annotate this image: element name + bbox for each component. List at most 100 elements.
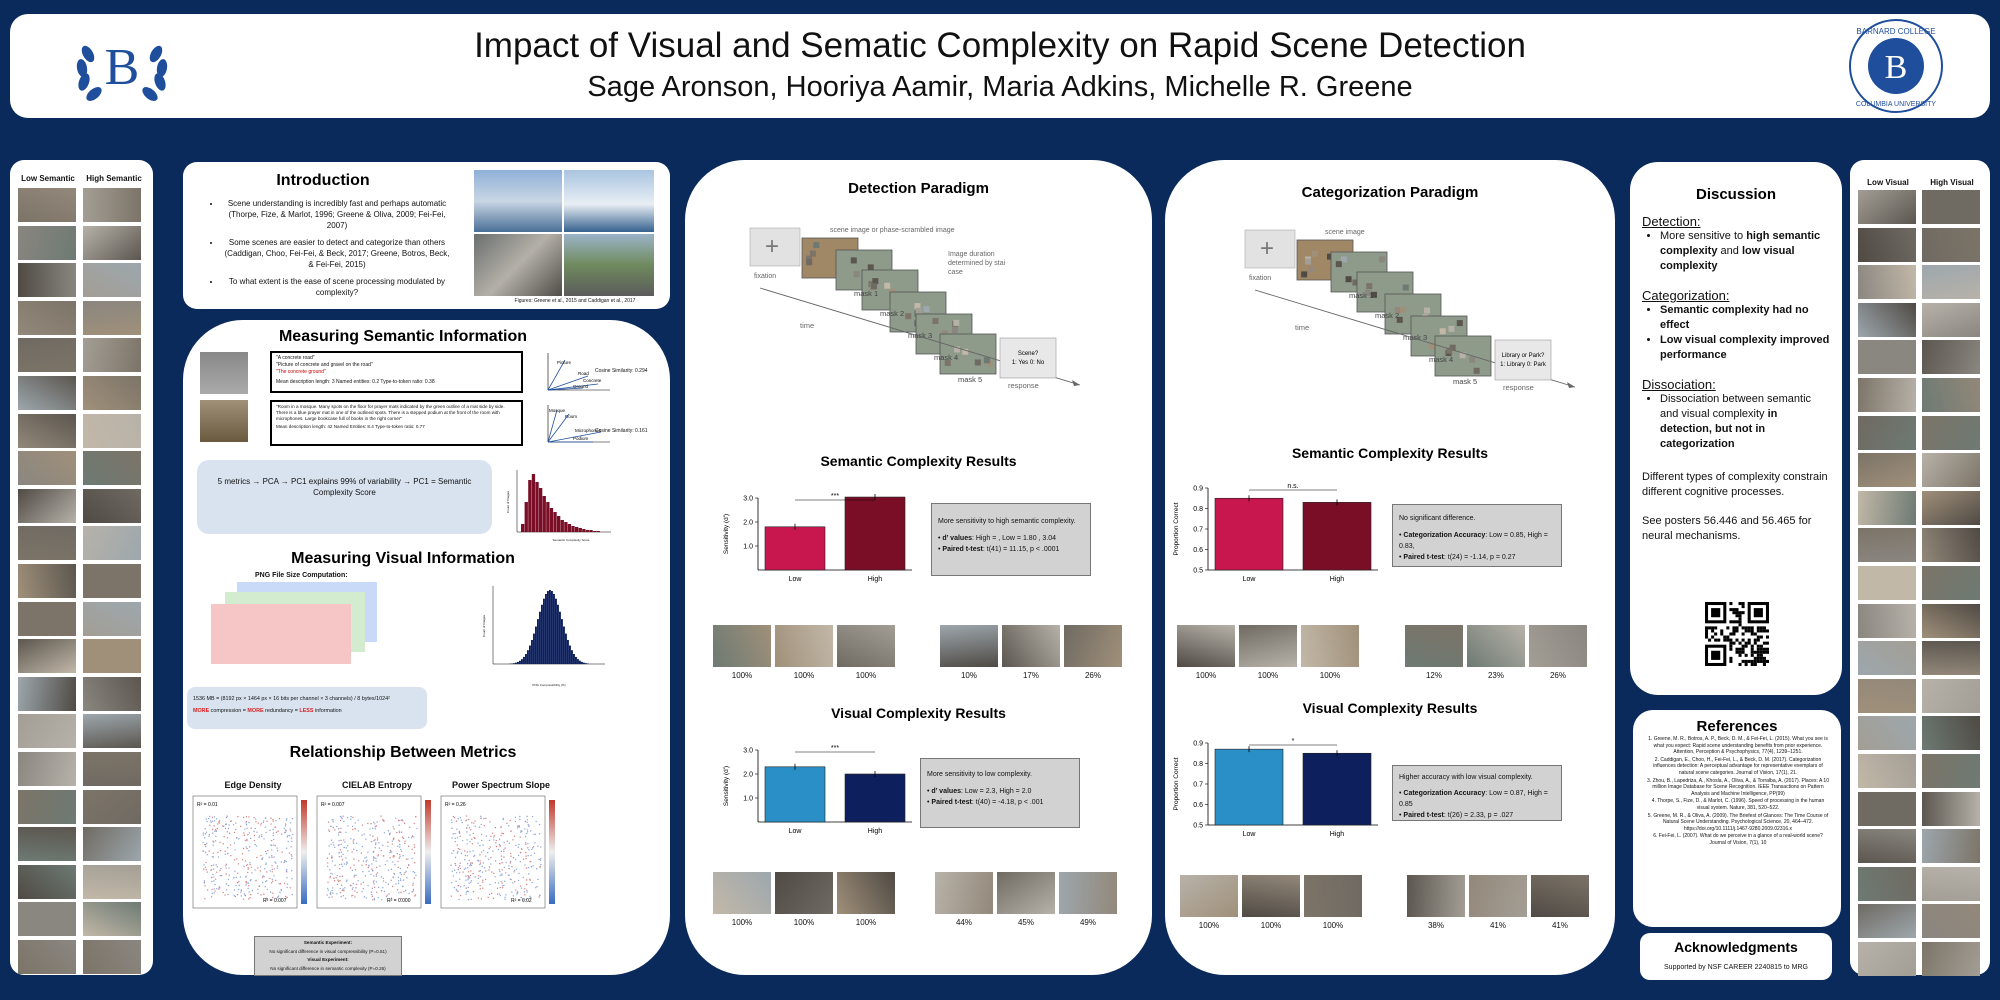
- scene-thumbnail: [83, 413, 141, 448]
- example-scene-thumb: [1467, 625, 1525, 667]
- scatter-point: [225, 883, 228, 885]
- scene-thumbnail: [1922, 302, 1980, 337]
- scatter-title: Edge Density: [224, 780, 282, 790]
- scatter-point: [413, 846, 416, 848]
- scatter-point: [339, 879, 341, 882]
- word-label: Ground: [573, 384, 589, 389]
- scatter-point: [341, 817, 343, 820]
- scatter-point: [353, 838, 355, 841]
- scatter-point: [237, 863, 240, 865]
- scatter-point: [488, 839, 491, 842]
- scatter-point: [415, 874, 417, 877]
- scatter-point: [499, 894, 502, 897]
- scatter-point: [204, 843, 207, 846]
- scatter-point: [275, 820, 277, 822]
- png-label: PNG File Size Computation:: [255, 572, 348, 579]
- scatter-point: [331, 860, 334, 862]
- qr-code[interactable]: [1705, 602, 1769, 666]
- reference-item: 2. Caddigan, E., Choo, H., Fei-Fei, L., …: [1653, 756, 1823, 776]
- scatter-point: [279, 883, 282, 885]
- scatter-point: [378, 847, 381, 849]
- scatter-point: [335, 825, 338, 828]
- scatter-point: [466, 843, 468, 845]
- hist-bar: [542, 496, 546, 532]
- scatter-point: [245, 884, 247, 886]
- scatter-point: [392, 885, 394, 888]
- scatter-point: [374, 839, 376, 841]
- summary-line: No significant difference in visual comp…: [269, 948, 387, 954]
- scatter-point: [393, 873, 396, 875]
- scatter-point: [225, 873, 227, 875]
- scatter-point: [246, 838, 248, 841]
- scatter-point: [276, 867, 279, 869]
- scatter-point: [453, 886, 456, 889]
- scatter-point: [526, 821, 528, 824]
- scatter-point: [209, 824, 211, 826]
- scatter-point: [364, 875, 367, 877]
- scatter-point: [226, 847, 229, 849]
- scatter-point: [212, 832, 214, 834]
- word-label: Microphones: [575, 428, 602, 433]
- category-label: Low: [1243, 576, 1257, 583]
- scatter-point: [524, 888, 526, 890]
- qr-module: [1744, 629, 1748, 633]
- percentage-label: 45%: [1017, 918, 1034, 927]
- scatter-point: [338, 828, 340, 830]
- scatter-point: [204, 851, 207, 853]
- scatter-point: [269, 829, 271, 832]
- scatter-point: [505, 894, 507, 896]
- scatter-point: [233, 831, 236, 834]
- scatter-point: [411, 848, 413, 850]
- qr-module: [1759, 653, 1763, 657]
- finding-text: Dissociation between semantic and visual…: [1660, 393, 1812, 420]
- scatter-point: [474, 825, 476, 827]
- scatter-point: [328, 829, 330, 831]
- scatter-point: [280, 861, 282, 863]
- scatter-point: [218, 888, 220, 890]
- qr-module: [1741, 650, 1745, 654]
- description-box-1: "A concrete road" "Picture of concrete a…: [270, 351, 523, 393]
- scatter-point: [459, 848, 461, 851]
- scatter-point: [392, 826, 394, 828]
- scatter-point: [451, 827, 453, 830]
- scatter-point: [398, 831, 401, 834]
- scatter-point: [381, 899, 383, 901]
- scatter-point: [246, 827, 248, 829]
- scatter-point: [203, 864, 205, 866]
- scatter-point: [204, 845, 207, 848]
- scatter-point: [493, 872, 495, 874]
- y-tick-label: 0.7: [1193, 527, 1203, 534]
- scatter-point: [365, 838, 367, 840]
- scatter-point: [372, 856, 375, 858]
- scatter-point: [330, 843, 332, 846]
- scatter-point: [331, 857, 333, 859]
- reference-item: 5. Greene, M. R., & Oliva, A. (2009). Th…: [1647, 812, 1829, 832]
- scatter-point: [498, 838, 501, 840]
- mask-noise-patch: [1424, 307, 1431, 314]
- qr-module: [1738, 662, 1742, 666]
- scatter-point: [527, 824, 529, 826]
- percentage-label: 100%: [731, 671, 753, 680]
- scatter-point: [331, 873, 334, 875]
- scatter-point: [366, 859, 368, 862]
- scatter-point: [468, 827, 471, 829]
- scatter-point: [496, 887, 499, 889]
- qr-module: [1762, 650, 1766, 654]
- qr-module: [1744, 641, 1748, 645]
- example-scene-thumb: [1531, 875, 1589, 917]
- scatter-point: [289, 835, 291, 837]
- scatter-point: [246, 847, 248, 850]
- scatter-point: [467, 898, 470, 901]
- scatter-point: [214, 878, 217, 880]
- scatter-point: [250, 893, 252, 896]
- mask-noise-patch: [1428, 343, 1435, 350]
- qr-module: [1750, 653, 1754, 657]
- scatter-point: [533, 833, 535, 836]
- mask-noise-patch: [813, 242, 820, 249]
- scatter-point: [391, 840, 393, 842]
- scatter-point: [273, 875, 275, 877]
- scatter-point: [529, 895, 531, 898]
- scatter-point: [259, 870, 262, 872]
- scatter-point: [230, 820, 233, 822]
- scatter-point: [503, 880, 506, 883]
